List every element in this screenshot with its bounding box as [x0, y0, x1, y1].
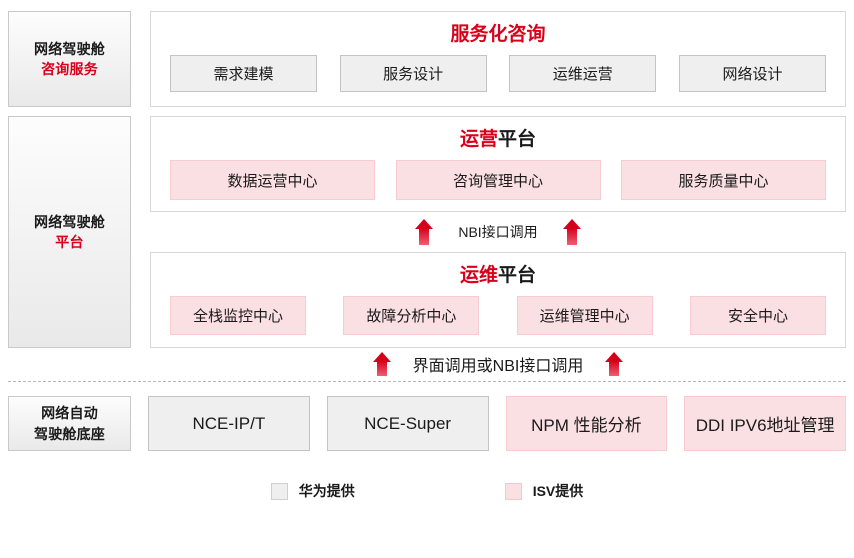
- panel-consulting-chip-row: 需求建模 服务设计 运维运营 网络设计: [151, 55, 845, 92]
- rail-platform-line2: 平台: [55, 234, 84, 250]
- chip-consulting-management-center[interactable]: 咨询管理中心: [395, 160, 601, 200]
- rail-consulting-line2: 咨询服务: [41, 61, 98, 77]
- tier-consulting: 网络驾驶舱 咨询服务 服务化咨询 需求建模 服务设计 运维运营 网络设计: [0, 11, 854, 107]
- panel-operations-title-rest: 平台: [498, 129, 537, 150]
- connector-ui-or-nbi: 界面调用或NBI接口调用: [0, 350, 854, 378]
- chip-om-operations[interactable]: 运维运营: [509, 55, 657, 92]
- rail-foundation-line2: 驾驶舱底座: [34, 425, 105, 442]
- panel-service-consulting: 服务化咨询 需求建模 服务设计 运维运营 网络设计: [150, 11, 846, 107]
- legend-item-isv: ISV提供: [504, 481, 584, 501]
- section-divider: [8, 381, 846, 382]
- legend-swatch-pink-icon: [504, 482, 522, 500]
- chip-full-stack-monitoring-center[interactable]: 全栈监控中心: [170, 296, 306, 335]
- panel-operations-title: 运营平台: [151, 130, 845, 149]
- chip-service-design[interactable]: 服务设计: [339, 55, 487, 92]
- rail-platform: 网络驾驶舱 平台: [8, 116, 131, 348]
- legend-label-isv: ISV提供: [532, 483, 584, 499]
- rail-consulting-line1: 网络驾驶舱: [34, 40, 105, 57]
- panel-consulting-title: 服务化咨询: [151, 25, 845, 44]
- network-cockpit-architecture-diagram: { "legend_colors": { "huawei_grey": "#ef…: [0, 11, 854, 558]
- chip-npm-performance-analysis[interactable]: NPM 性能分析: [505, 396, 668, 451]
- arrow-up-icon: [605, 352, 624, 376]
- rail-foundation: 网络自动 驾驶舱底座: [8, 396, 131, 451]
- chip-om-management-center[interactable]: 运维管理中心: [516, 296, 653, 335]
- arrow-up-icon: [415, 219, 434, 245]
- rail-foundation-line1: 网络自动: [41, 405, 98, 422]
- connector-ui-or-nbi-label: 界面调用或NBI接口调用: [412, 358, 584, 375]
- chip-network-design[interactable]: 网络设计: [678, 55, 826, 92]
- legend-label-huawei: 华为提供: [298, 483, 355, 499]
- panel-operations-chip-row: 数据运营中心 咨询管理中心 服务质量中心: [151, 160, 845, 200]
- connector-nbi-label: NBI接口调用: [458, 224, 538, 240]
- panel-maintenance-title: 运维平台: [151, 266, 845, 285]
- arrow-up-icon: [562, 219, 581, 245]
- panel-consulting-title-highlight: 服务化咨询: [450, 24, 546, 45]
- chip-ddi-ipv6-address-management[interactable]: DDI IPV6地址管理: [684, 396, 846, 451]
- panel-maintenance-chip-row: 全栈监控中心 故障分析中心 运维管理中心 安全中心: [151, 296, 845, 335]
- chip-requirement-modeling[interactable]: 需求建模: [170, 55, 317, 92]
- platform-panel-stack: 运营平台 数据运营中心 咨询管理中心 服务质量中心 NBI接口调用 运维平台 全…: [150, 116, 846, 348]
- tier-foundation: 网络自动 驾驶舱底座 NCE-IP/T NCE-Super NPM 性能分析 D…: [0, 396, 854, 451]
- panel-maintenance-title-highlight: 运维: [459, 265, 498, 286]
- panel-maintenance-title-rest: 平台: [498, 265, 537, 286]
- arrow-up-icon: [372, 352, 391, 376]
- chip-security-center[interactable]: 安全中心: [689, 296, 826, 335]
- chip-service-quality-center[interactable]: 服务质量中心: [621, 160, 826, 200]
- panel-maintenance-platform: 运维平台 全栈监控中心 故障分析中心 运维管理中心 安全中心: [150, 252, 846, 348]
- chip-data-operations-center[interactable]: 数据运营中心: [170, 160, 375, 200]
- chip-nce-ip-t[interactable]: NCE-IP/T: [148, 396, 310, 451]
- panel-operations-title-highlight: 运营: [459, 129, 498, 150]
- tier-platform: 网络驾驶舱 平台 运营平台 数据运营中心 咨询管理中心 服务质量中心 NBI接口…: [0, 116, 854, 348]
- connector-nbi: NBI接口调用: [150, 212, 846, 252]
- legend-swatch-grey-icon: [270, 482, 288, 500]
- rail-consulting: 网络驾驶舱 咨询服务: [8, 11, 131, 107]
- rail-platform-line1: 网络驾驶舱: [34, 213, 105, 230]
- chip-fault-analysis-center[interactable]: 故障分析中心: [343, 296, 480, 335]
- chip-nce-super[interactable]: NCE-Super: [326, 396, 489, 451]
- panel-operations-platform: 运营平台 数据运营中心 咨询管理中心 服务质量中心: [150, 116, 846, 212]
- legend: 华为提供 ISV提供: [0, 481, 854, 501]
- legend-item-huawei: 华为提供: [270, 481, 355, 501]
